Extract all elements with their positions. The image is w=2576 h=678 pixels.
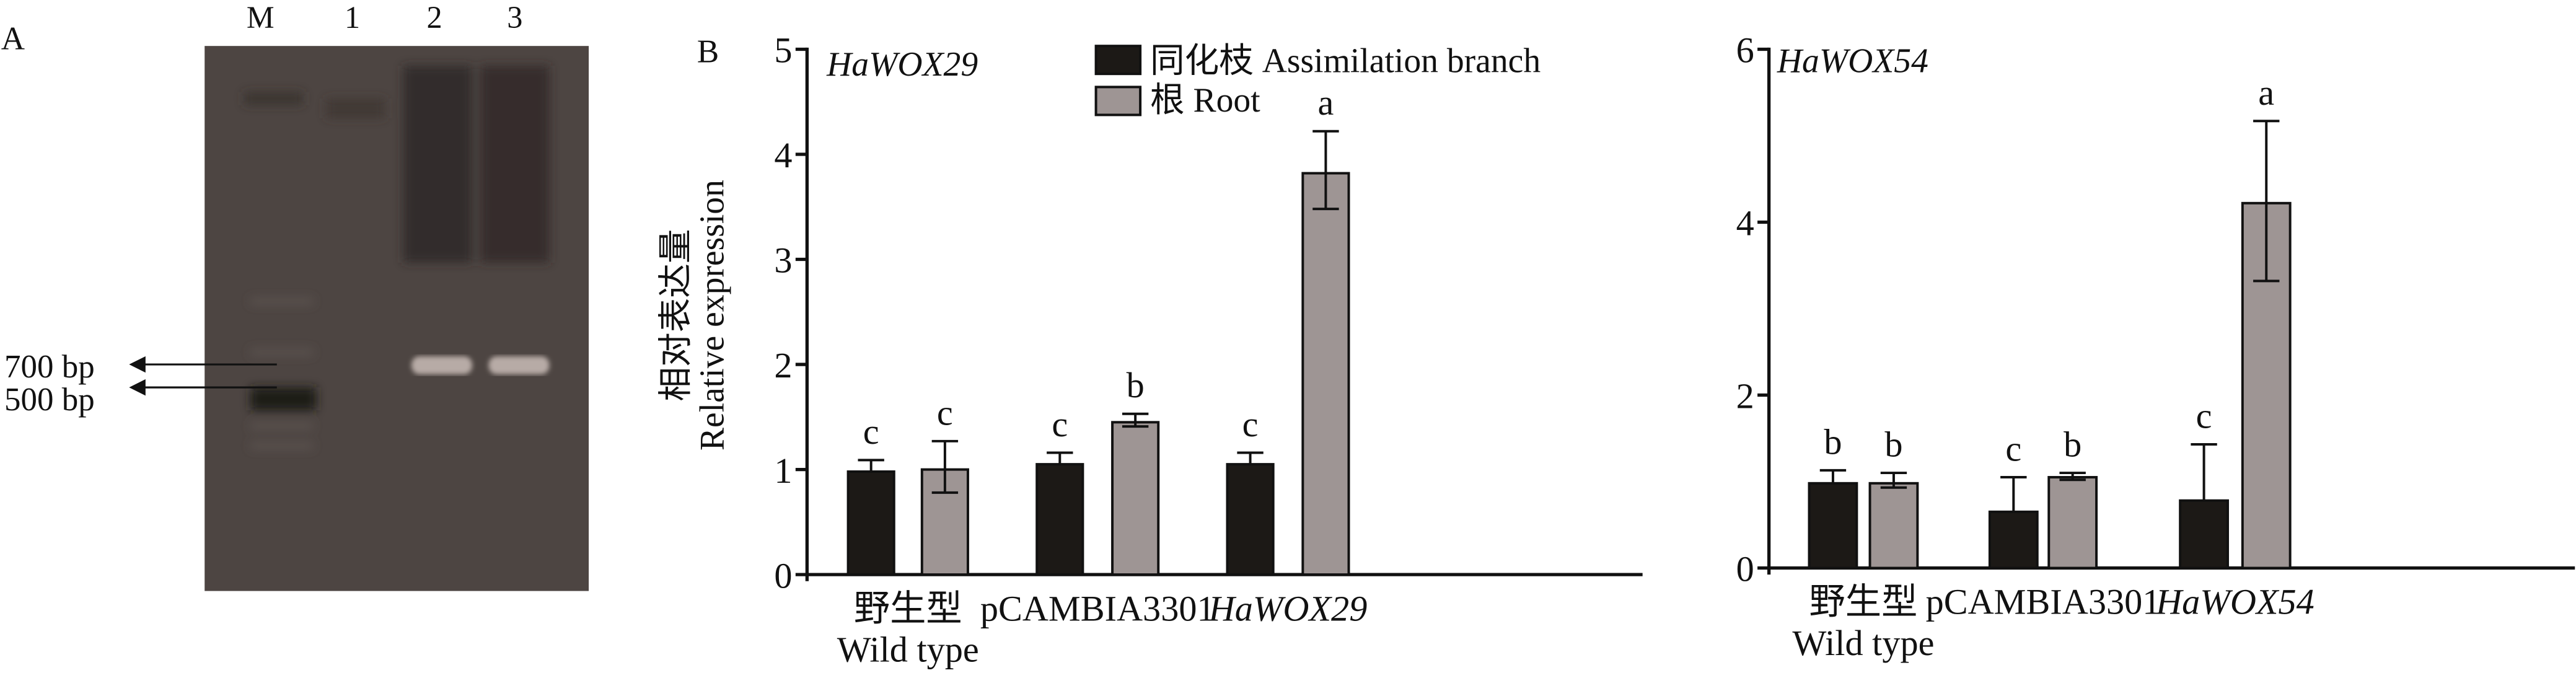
- y-tick-label: 4: [1736, 203, 1754, 244]
- x-tick-label-cn: 野生型: [854, 588, 962, 628]
- significance-letter: b: [1884, 425, 1902, 465]
- band-lane-2: [411, 356, 472, 374]
- panel-b-label: B: [697, 34, 719, 70]
- bar: [2179, 499, 2229, 570]
- significance-letter: a: [2258, 73, 2274, 113]
- y-tick-label: 0: [774, 555, 792, 596]
- x-tick-label: pCAMBIA3301: [1926, 582, 2161, 622]
- y-tick-label: 1: [774, 451, 792, 491]
- y-tick-label: 4: [774, 135, 792, 175]
- y-tick-label: 5: [774, 30, 792, 71]
- bar: [1111, 421, 1160, 576]
- significance-letter: c: [2196, 396, 2212, 436]
- arrow-500: [129, 379, 277, 396]
- significance-letter: b: [2064, 425, 2081, 465]
- arrow-700: [129, 356, 277, 373]
- y-tick-label: 0: [1736, 549, 1754, 589]
- x-tick-label: HaWOX29: [1208, 588, 1368, 628]
- significance-letter: c: [1242, 404, 1259, 444]
- significance-letter: c: [2005, 429, 2021, 469]
- marker-label-700: 700 bp: [4, 349, 95, 385]
- bar: [1226, 463, 1275, 576]
- legend: 同化枝 Assimilation branch 根 Root: [1094, 42, 1541, 120]
- chart-b-title: HaWOX29: [826, 45, 978, 84]
- lane-label-1: 1: [345, 0, 360, 35]
- panel-a-gel: A M 1 2 3 700 bp 500 bp: [1, 0, 589, 591]
- bar: [2047, 476, 2098, 570]
- gel-bands: [244, 65, 550, 449]
- significance-letter: c: [1052, 404, 1068, 444]
- x-tick-label: pCAMBIA3301: [980, 588, 1215, 628]
- y-axis-label-cn: 相对表达量: [657, 229, 695, 402]
- bar: [1035, 463, 1084, 576]
- legend-swatch-root: [1094, 86, 1142, 117]
- x-tick-label-cn: 野生型: [1809, 582, 1918, 622]
- lane-label-m: M: [247, 0, 275, 35]
- panel-a-label: A: [1, 20, 25, 56]
- y-tick-label: 3: [774, 240, 792, 281]
- y-tick-label: 2: [774, 345, 792, 385]
- y-tick-label: 6: [1736, 30, 1754, 71]
- significance-letter: c: [863, 412, 879, 452]
- y-tick-label: 2: [1736, 376, 1754, 416]
- significance-letter: c: [937, 392, 953, 433]
- lane-label-3: 3: [507, 0, 522, 35]
- legend-swatch-branch: [1094, 45, 1142, 76]
- bar: [1301, 172, 1350, 576]
- marker-label-500: 500 bp: [4, 382, 95, 418]
- significance-letter: b: [1824, 421, 1842, 462]
- bar: [846, 470, 895, 576]
- bar: [1988, 510, 2039, 570]
- x-tick-label: Wild type: [837, 630, 979, 670]
- lane-label-2: 2: [426, 0, 442, 35]
- significance-letter: b: [1127, 365, 1145, 405]
- legend-label-root: 根 Root: [1150, 81, 1260, 120]
- panel-b-chart: B HaWOX29 相对表达量 Relative expression 同化枝 …: [657, 30, 1643, 670]
- x-tick-label: HaWOX54: [2155, 582, 2314, 622]
- legend-label-branch: 同化枝 Assimilation branch: [1150, 42, 1541, 81]
- bar: [1808, 482, 1858, 570]
- significance-letter: a: [1317, 82, 1334, 123]
- chart-c-title: HaWOX54: [1777, 42, 1928, 81]
- bar: [1868, 482, 1919, 570]
- y-axis-label: Relative expression: [693, 180, 731, 451]
- x-tick-label: Wild type: [1792, 623, 1934, 663]
- band-lane-3: [488, 356, 550, 374]
